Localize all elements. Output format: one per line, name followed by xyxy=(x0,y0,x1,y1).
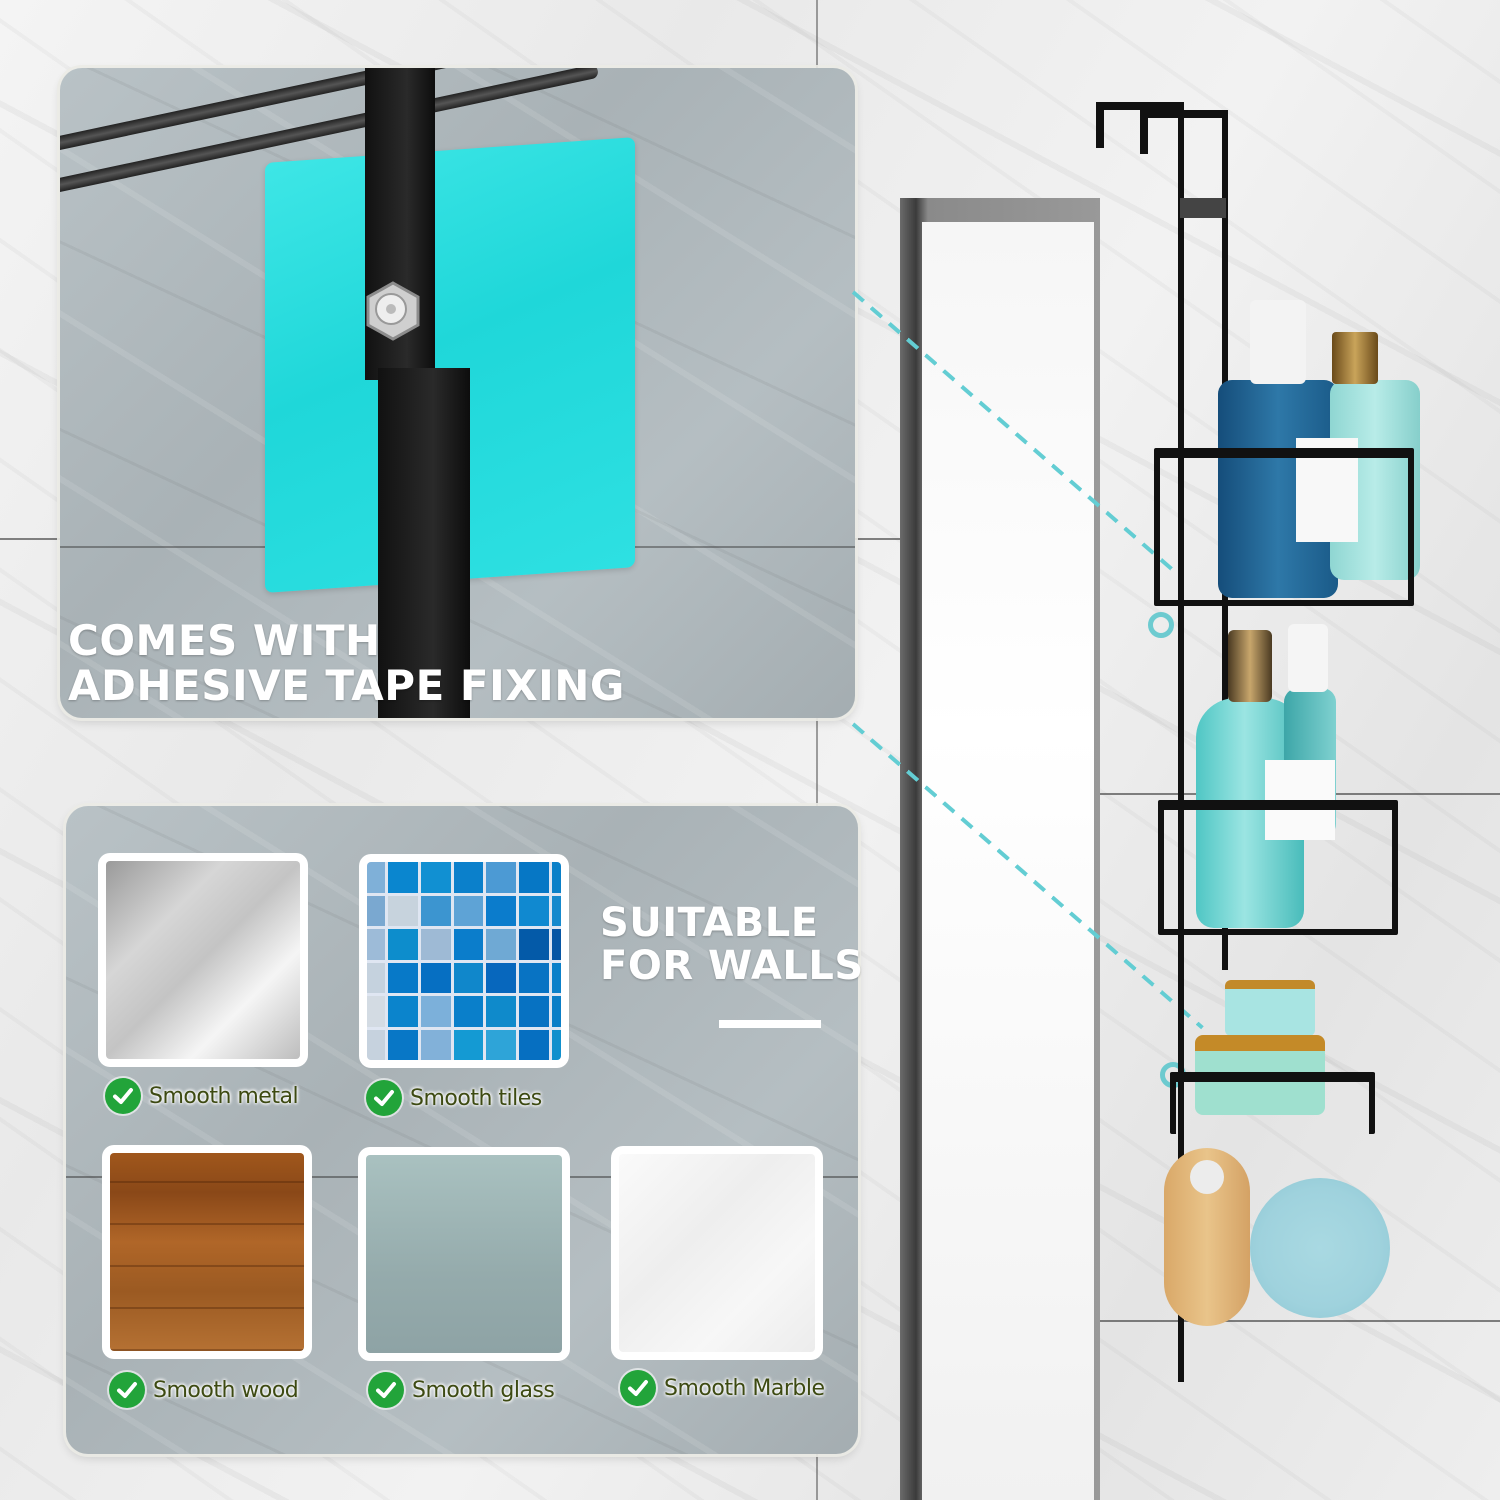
headline-line-1: SUITABLE xyxy=(600,900,819,946)
swatch-metal xyxy=(98,853,308,1067)
caddy-basket-middle xyxy=(1158,800,1398,935)
swatch-wood xyxy=(102,1145,312,1359)
swatch-marble xyxy=(611,1146,823,1360)
checkmark-icon xyxy=(620,1370,656,1406)
bath-sponge xyxy=(1250,1178,1390,1318)
surface-label-marble: Smooth Marble xyxy=(620,1370,825,1406)
tile-grout-horizontal xyxy=(1100,1320,1500,1322)
adhesive-tape-panel: COMES WITH ADHESIVE TAPE FIXING xyxy=(60,68,855,718)
headline-line-1: COMES WITH xyxy=(68,616,381,665)
gold-pump-cap xyxy=(1228,630,1272,702)
headline-underline xyxy=(719,1020,821,1028)
brush-hole xyxy=(1190,1160,1224,1194)
surface-label-tiles: Smooth tiles xyxy=(366,1080,542,1116)
glass-texture xyxy=(366,1155,562,1353)
door-hook-icon xyxy=(1096,102,1104,148)
caddy-basket-top xyxy=(1154,448,1414,606)
hanger-bar-lower xyxy=(378,368,470,718)
surface-label-text: Smooth metal xyxy=(149,1083,299,1109)
adhesive-point-ring-icon xyxy=(1148,612,1174,638)
surface-label-text: Smooth glass xyxy=(412,1377,555,1403)
bolt-icon xyxy=(366,281,420,341)
surface-label-text: Smooth tiles xyxy=(410,1085,542,1111)
checkmark-icon xyxy=(368,1372,404,1408)
checkmark-icon xyxy=(105,1078,141,1114)
surface-label-glass: Smooth glass xyxy=(368,1372,555,1408)
swatch-glass xyxy=(358,1147,570,1361)
jar-small xyxy=(1225,980,1315,1036)
headline-line-2: FOR WALLS xyxy=(600,943,864,990)
checkmark-icon xyxy=(109,1372,145,1408)
caddy-basket-bottom xyxy=(1170,1072,1375,1134)
brushed-metal-texture xyxy=(106,861,300,1059)
suitable-walls-headline: SUITABLE FOR WALLS xyxy=(600,900,864,990)
surface-label-wood: Smooth wood xyxy=(109,1372,299,1408)
headline-line-2: ADHESIVE TAPE FIXING xyxy=(68,661,625,711)
door-hook-icon xyxy=(1096,102,1180,110)
marble-texture xyxy=(619,1154,815,1352)
adhesive-headline: COMES WITH ADHESIVE TAPE FIXING xyxy=(68,618,625,709)
wood-texture xyxy=(110,1153,304,1351)
checkmark-icon xyxy=(366,1080,402,1116)
tile-grout-vertical xyxy=(816,0,818,1500)
pump-cap xyxy=(1250,300,1306,384)
surface-label-text: Smooth wood xyxy=(153,1377,299,1403)
surface-label-metal: Smooth metal xyxy=(105,1078,299,1114)
surface-label-text: Smooth Marble xyxy=(664,1375,825,1401)
swatch-tiles xyxy=(359,854,569,1068)
blue-mosaic-texture xyxy=(367,862,561,1060)
pump-cap xyxy=(1288,624,1328,692)
caddy-upright xyxy=(1178,102,1184,1382)
caddy-crossbar xyxy=(1180,198,1226,218)
door-hook-icon xyxy=(1140,110,1148,154)
gold-cap xyxy=(1332,332,1378,384)
